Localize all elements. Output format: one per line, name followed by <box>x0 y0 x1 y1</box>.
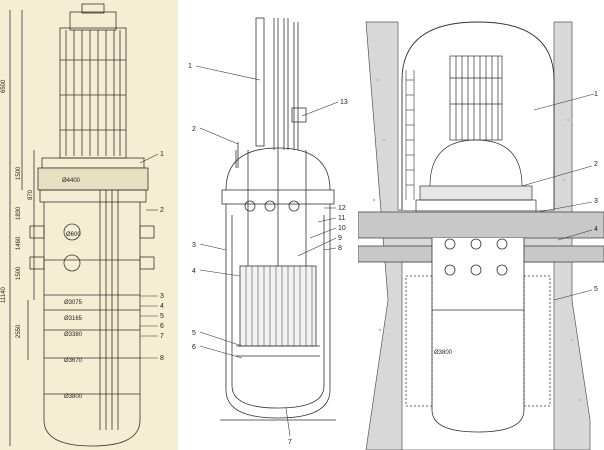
callout-b-1: 1 <box>188 63 192 70</box>
dia-nozzle: Ø600 <box>66 232 81 238</box>
dim-d6: 2550 <box>16 324 22 338</box>
dia-5: Ø3800 <box>64 394 83 400</box>
callout-a-4: 4 <box>160 303 164 310</box>
panel-c-reactor-containment: 1 2 3 4 5 Ø3800 <box>358 0 604 450</box>
callout-b-6: 6 <box>192 344 196 351</box>
callout-b-10: 10 <box>338 225 346 232</box>
callout-a-8: 8 <box>160 355 164 362</box>
callout-a-5: 5 <box>160 313 164 320</box>
callout-b-4: 4 <box>192 268 196 275</box>
callout-b-2: 2 <box>192 126 196 133</box>
callout-c-1: 1 <box>594 91 598 98</box>
dim-d5: 1500 <box>16 266 22 280</box>
panel-b-drawing: 1 2 3 4 5 6 13 12 11 10 9 8 7 <box>188 17 348 446</box>
dim-top-height: 6500 <box>1 79 7 93</box>
callout-b-11: 11 <box>338 215 345 222</box>
dia-label-c: Ø3800 <box>434 350 453 356</box>
dia-4: Ø3670 <box>64 358 83 364</box>
callout-b-5: 5 <box>192 330 196 337</box>
callout-b-9: 9 <box>338 235 342 242</box>
dia-3: Ø3380 <box>64 332 83 338</box>
dim-d3: 1830 <box>16 206 22 220</box>
callout-b-8: 8 <box>338 245 342 252</box>
dim-overall-height: 11140 <box>1 287 7 303</box>
containment-dome <box>401 21 555 210</box>
callout-b-7: 7 <box>288 439 292 446</box>
callout-c-2: 2 <box>594 161 598 168</box>
callout-c-4: 4 <box>594 226 598 233</box>
dia-1: Ø3075 <box>64 300 83 306</box>
callout-a-1: 1 <box>160 151 164 158</box>
drive-rod <box>255 17 265 147</box>
dia-2: Ø3165 <box>64 316 83 322</box>
dim-d1: 1500 <box>16 166 22 180</box>
dim-d4: 1460 <box>16 236 22 250</box>
dia-flange: Ø4400 <box>62 178 81 184</box>
reactor-vessel <box>431 238 525 433</box>
callout-c-5: 5 <box>594 286 598 293</box>
drive-block <box>59 27 127 159</box>
callout-a-6: 6 <box>160 323 164 330</box>
callout-c-3: 3 <box>594 198 598 205</box>
dim-d2: 870 <box>28 189 34 200</box>
panel-a-drawing: 6500 11140 1500 870 1830 1460 1500 2550 … <box>1 3 164 447</box>
callout-a-7: 7 <box>160 333 164 340</box>
callout-a-3: 3 <box>160 293 164 300</box>
callout-b-3: 3 <box>192 242 196 249</box>
callout-b-13: 13 <box>340 99 348 106</box>
callout-a-2: 2 <box>160 207 164 214</box>
panel-b-reactor-section: 1 2 3 4 5 6 13 12 11 10 9 8 7 <box>178 0 358 450</box>
panel-a-reactor-elevation: 6500 11140 1500 870 1830 1460 1500 2550 … <box>0 0 178 450</box>
panel-c-drawing: 1 2 3 4 5 Ø3800 <box>358 21 604 450</box>
callout-b-12: 12 <box>338 205 346 212</box>
